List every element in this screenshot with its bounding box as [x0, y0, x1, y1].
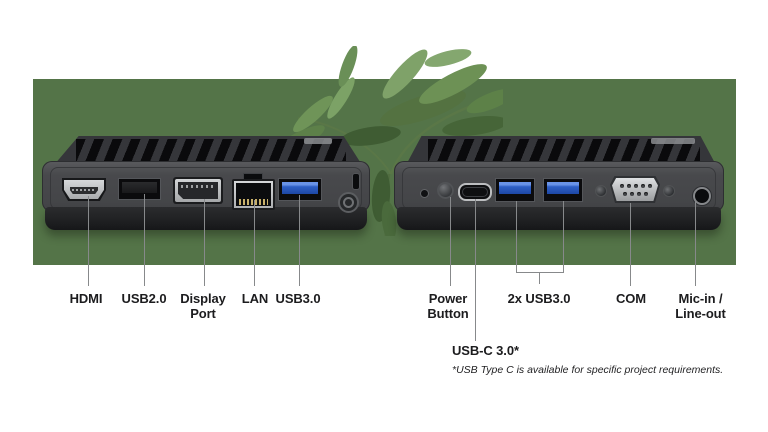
- com-pin: [630, 192, 634, 196]
- com-port: [610, 176, 660, 203]
- label-connector-line: [695, 201, 696, 286]
- label-connector-line: [450, 197, 451, 286]
- footnote-text: *USB Type C is available for specific pr…: [452, 364, 724, 376]
- label-connector-line: [630, 203, 631, 286]
- com-pin: [644, 192, 648, 196]
- lock-emblem: [338, 192, 359, 213]
- port-label-usb2: USB2.0: [109, 291, 179, 306]
- port-label-2x-usb3: 2x USB3.0: [494, 291, 584, 306]
- usb3-port-1: [495, 178, 535, 202]
- label-line: HDMI: [69, 291, 103, 306]
- leaves-decoration: [259, 46, 503, 236]
- label-line: USB-C 3.0*: [452, 343, 519, 358]
- displayport-port: [173, 177, 223, 204]
- displayport-pins: [178, 182, 218, 199]
- bracket-line-stub: [539, 272, 540, 284]
- hdmi-port: [62, 178, 106, 201]
- com-pin: [620, 184, 624, 188]
- lan-clip-tab: [243, 173, 263, 182]
- com-screw-right: [663, 185, 675, 197]
- mini-pc-rear-view: [42, 136, 370, 232]
- usb3-tongue: [499, 182, 531, 195]
- label-line: USB2.0: [121, 291, 167, 306]
- label-line: LAN: [241, 291, 269, 306]
- com-screw-left: [595, 185, 607, 197]
- device-base: [45, 207, 367, 230]
- port-label-usb3: USB3.0: [263, 291, 333, 306]
- usb3-port-2: [543, 178, 583, 202]
- com-pin: [634, 184, 638, 188]
- vent-notch: [651, 138, 695, 144]
- label-connector-line: [254, 200, 255, 286]
- hdmi-port-pins: [70, 187, 98, 194]
- port-label-lan: LAN: [220, 291, 290, 306]
- device-base: [397, 207, 721, 230]
- kensington-slot: [352, 173, 360, 190]
- com-pin: [641, 184, 645, 188]
- com-pin: [623, 192, 627, 196]
- usb2-port: [118, 178, 161, 200]
- vent-slats: [428, 139, 700, 162]
- port-label-mic-line-out: Mic-in / Line-out: [658, 291, 743, 321]
- power-button: [437, 182, 454, 199]
- bracket-line-right: [563, 201, 564, 272]
- audio-jack: [693, 187, 711, 205]
- label-line: COM: [615, 291, 647, 306]
- com-pin: [637, 192, 641, 196]
- label-connector-line: [475, 199, 476, 341]
- bracket-line-left: [516, 201, 517, 272]
- bracket-line-bottom: [516, 272, 564, 273]
- vent-notch: [304, 138, 332, 144]
- port-label-usbc: USB-C 3.0*: [452, 343, 582, 358]
- vent-slats: [76, 139, 346, 162]
- label-connector-line: [299, 195, 300, 286]
- usb3-port: [278, 178, 322, 201]
- vent-grille: [406, 136, 716, 165]
- label-connector-line: [88, 196, 89, 286]
- label-line: USB3.0: [275, 291, 321, 306]
- port-label-displayport: Display Port: [168, 291, 238, 321]
- label-connector-line: [144, 194, 145, 286]
- com-shell: [612, 178, 658, 201]
- usb3-tongue: [547, 182, 579, 195]
- lan-pins: [239, 199, 268, 205]
- mini-pc-front-view: [394, 136, 724, 232]
- port-label-power-button: Power Button: [413, 291, 483, 321]
- status-led: [420, 189, 429, 198]
- label-line: Port: [190, 306, 216, 321]
- lan-port: [232, 173, 275, 210]
- com-pin: [627, 184, 631, 188]
- port-label-hdmi: HDMI: [51, 291, 121, 306]
- usb2-tongue: [122, 182, 157, 193]
- label-line: Mic-in /: [678, 291, 723, 306]
- label-line: Display: [180, 291, 226, 306]
- com-pin: [648, 184, 652, 188]
- label-line: Line-out: [675, 306, 726, 321]
- label-connector-line: [204, 199, 205, 286]
- usb3-tongue: [282, 182, 318, 194]
- vent-grille: [54, 136, 362, 165]
- label-line: 2x USB3.0: [507, 291, 571, 306]
- port-label-com: COM: [596, 291, 666, 306]
- label-line: Power: [428, 291, 468, 306]
- label-line: Button: [427, 306, 469, 321]
